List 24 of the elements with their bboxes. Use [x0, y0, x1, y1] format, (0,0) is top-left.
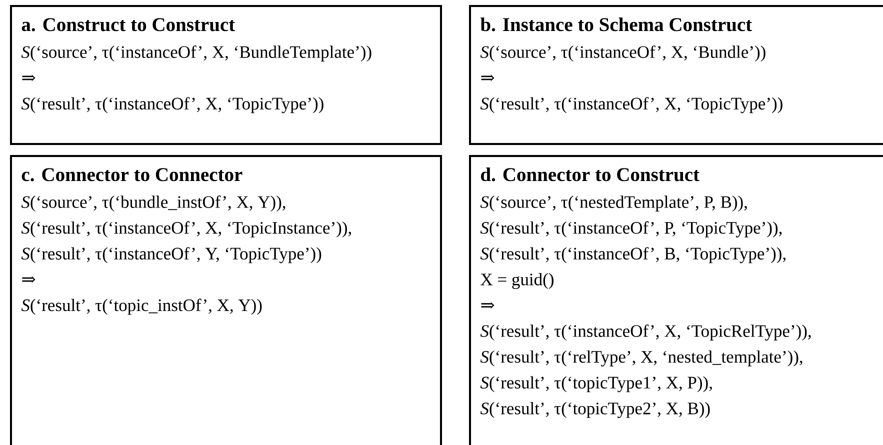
rule-line: S(‘source’, τ(‘bundle_instOf’, X, Y)), — [21, 195, 286, 212]
rule-line: S(‘result’, τ(‘instanceOf’, X, ‘TopicInstance’)), — [21, 221, 351, 238]
rule-heading: d. Connector to Construct — [481, 167, 700, 182]
rule-heading: b. Instance to Schema Construct — [480, 17, 752, 32]
rule-line: S(‘result’, τ(‘relType’, X, ‘nested_template’)), — [480, 350, 802, 366]
rule-line: S(‘result’, τ(‘instanceOf’, B, ‘TopicType’)), — [480, 247, 786, 264]
rule-line: S(‘source’, τ(‘instanceOf’, X, ‘BundleTemplate’)) — [21, 45, 372, 62]
rule-line: S(‘result’, τ(‘topicType1’, X, P)), — [480, 376, 712, 392]
rule-line: S(‘result’, τ(‘topicType2’, X, B)) — [480, 402, 710, 418]
rule-line: S(‘source’, τ(‘instanceOf’, X, ‘Bundle’)) — [480, 45, 766, 62]
rule-line: ⇒ — [22, 74, 36, 82]
rule-line: ⇒ — [481, 302, 494, 309]
rule-line: S(‘result’, τ(‘instanceOf’, P, ‘TopicType’)), — [480, 221, 782, 238]
rule-line: ⇒ — [22, 276, 36, 284]
rule-line: S(‘result’, τ(‘instanceOf’, X, ‘TopicType’)) — [21, 97, 324, 114]
rule-line: X = guid() — [480, 273, 554, 289]
rule-line: S(‘result’, τ(‘instanceOf’, X, ‘TopicRelType’)), — [480, 324, 811, 341]
rule-line: S(‘result’, τ(‘instanceOf’, X, ‘TopicType’)) — [480, 97, 782, 114]
rule-line: S(‘source’, τ(‘nestedTemplate’, P, B)), — [480, 196, 747, 212]
rule-line: ⇒ — [481, 74, 494, 82]
rule-line: S(‘result’, τ(‘topic_instOf’, X, Y)) — [21, 298, 262, 315]
rule-line: S(‘result’, τ(‘instanceOf’, Y, ‘TopicType’)) — [21, 247, 322, 264]
rule-heading: a. Construct to Construct — [22, 18, 236, 32]
rule-heading: c. Connector to Connector — [22, 168, 242, 182]
